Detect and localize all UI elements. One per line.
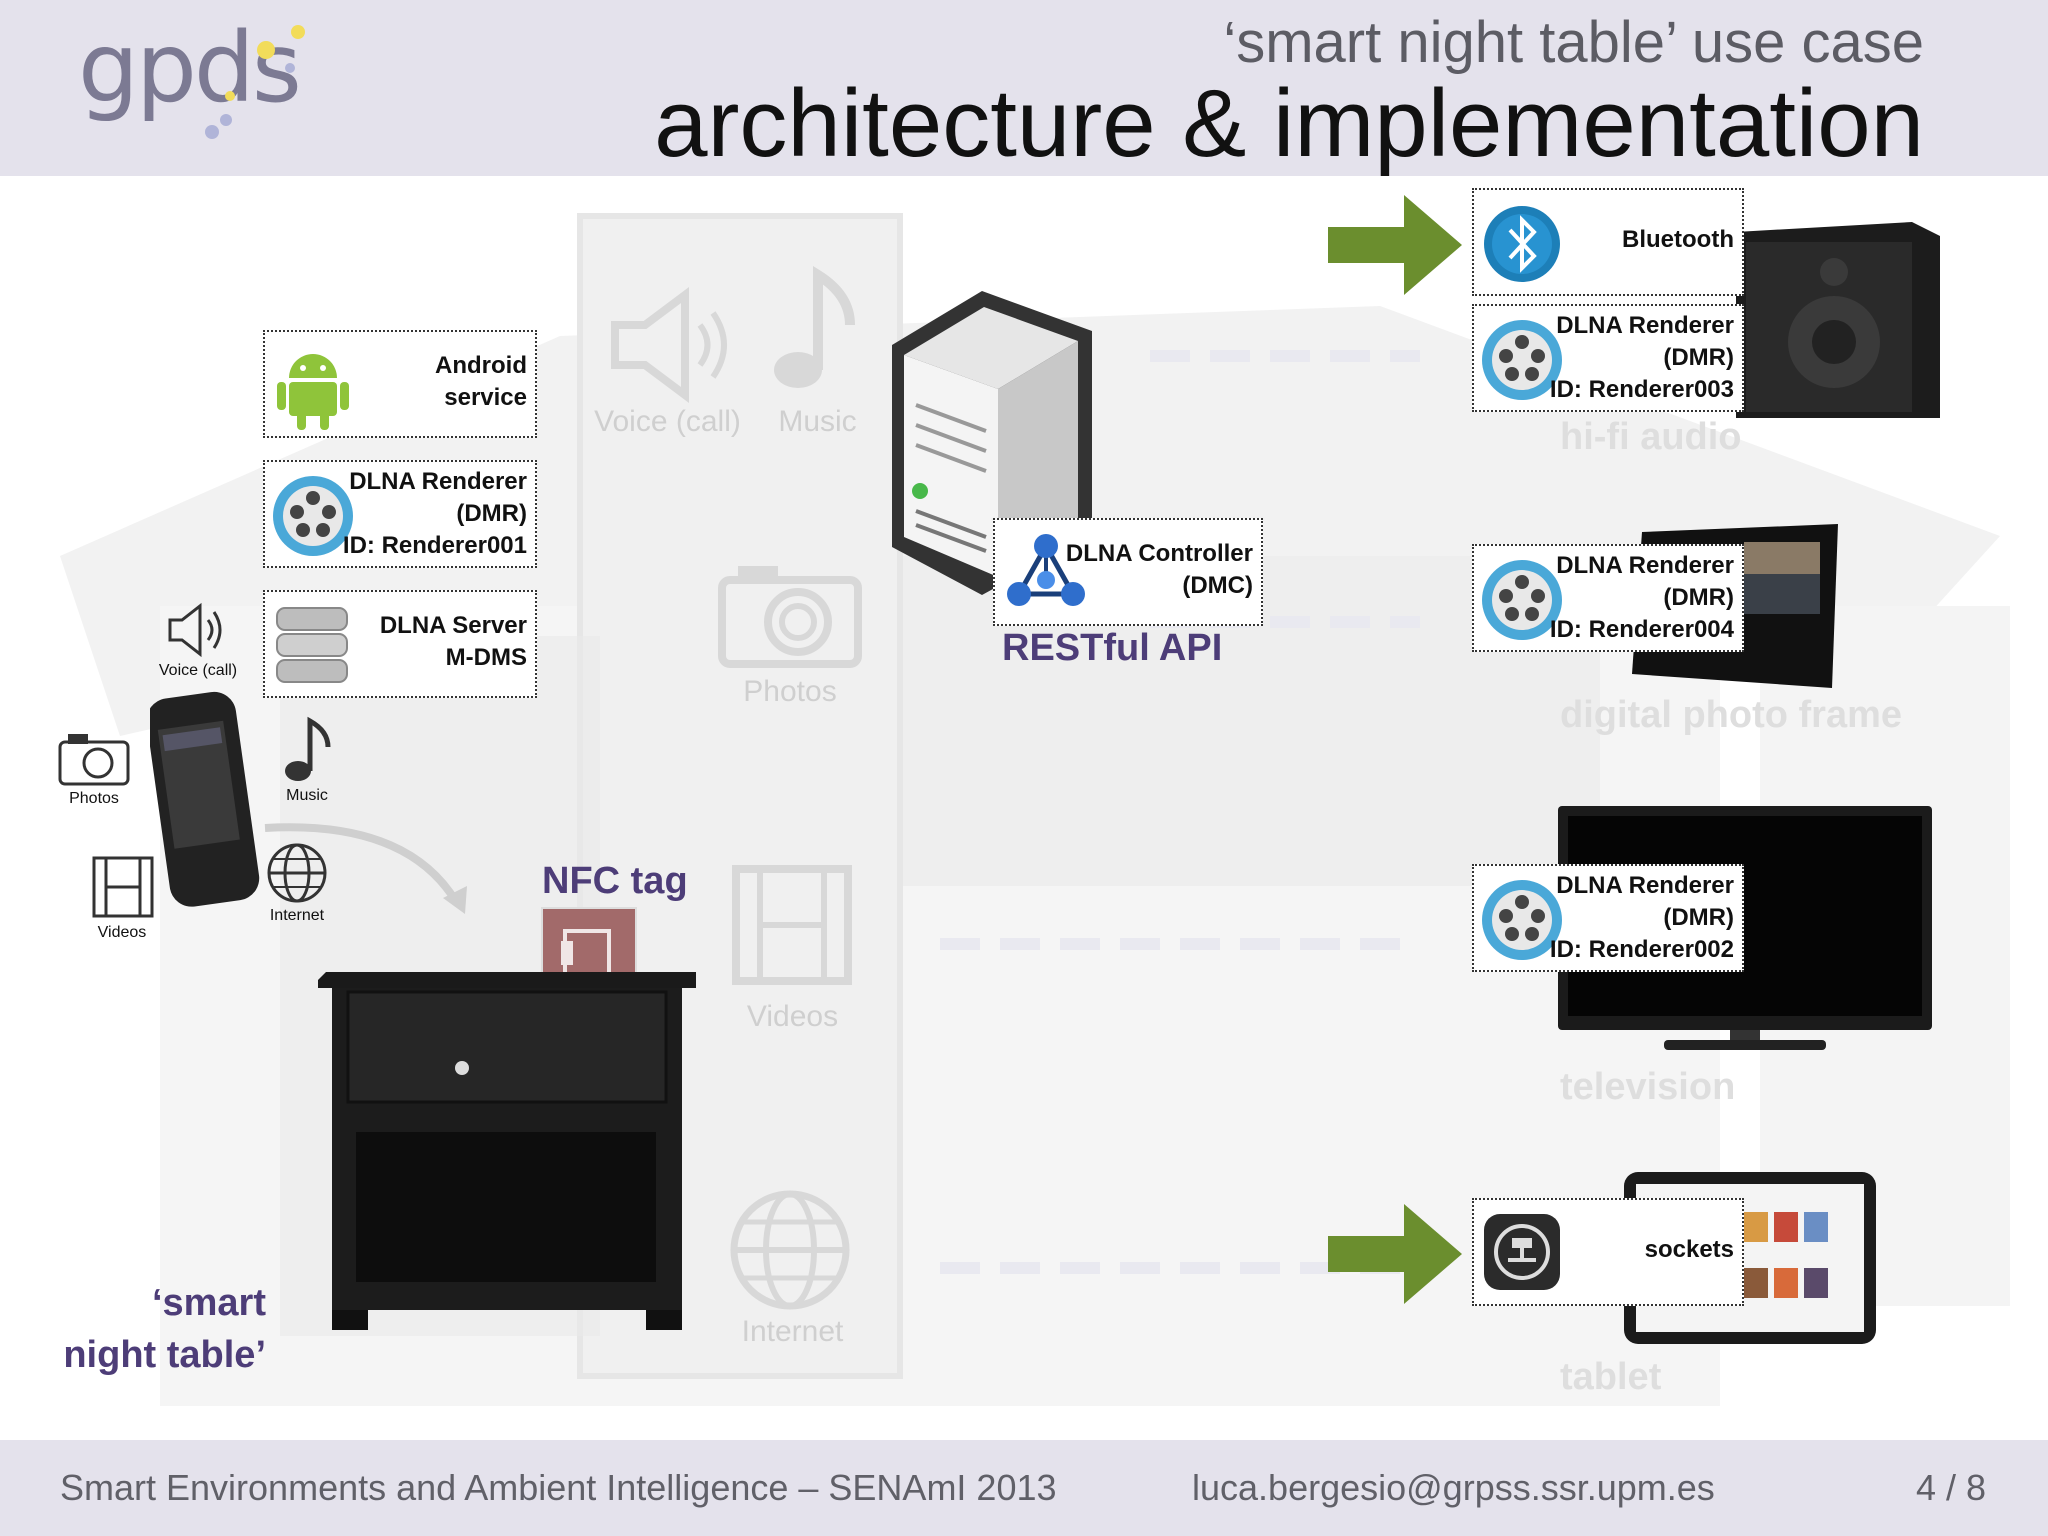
- database-icon: [276, 607, 348, 683]
- ghost-music-label: Music: [778, 405, 857, 438]
- footer-email: luca.bergesio@grpss.ssr.upm.es: [1192, 1467, 1715, 1508]
- dlna-server-box: DLNA Server M-DMS: [263, 590, 537, 698]
- nfc-tag-label: NFC tag: [542, 860, 688, 902]
- logo-stars-icon: [205, 25, 305, 139]
- renderer001-box: DLNA Renderer (DMR) ID: Renderer001: [263, 460, 537, 568]
- renderer004-box: DLNA Renderer (DMR) ID: Renderer004: [1472, 544, 1744, 652]
- phone-internet-label: Internet: [269, 907, 325, 924]
- ghost-photos-label: Photos: [743, 675, 837, 708]
- voice-speaker-icon: [168, 602, 222, 658]
- server-label-1: DLNA Server: [379, 612, 527, 639]
- bluetooth-icon: [1484, 206, 1560, 282]
- ghost-film-icon: [732, 865, 852, 985]
- renderer002-box: DLNA Renderer (DMR) ID: Renderer002: [1472, 864, 1744, 972]
- server-label-2: M-DMS: [445, 644, 527, 671]
- tablet-label: tablet: [1560, 1356, 1662, 1398]
- gpds-logo: gpds: [78, 12, 302, 124]
- ghost-voice-label: Voice (call): [594, 405, 741, 438]
- dlna-controller-box: DLNA Controller (DMC): [993, 518, 1263, 626]
- ghost-speaker-icon: [611, 287, 727, 403]
- bluetooth-label: Bluetooth: [1622, 226, 1734, 253]
- dlna-film-reel-icon: [1482, 880, 1562, 960]
- videos-film-icon: [92, 856, 154, 918]
- slide-footer: [0, 1440, 2048, 1536]
- phone-icon: [150, 691, 260, 907]
- internet-globe-icon: [267, 843, 327, 903]
- television-label: television: [1560, 1066, 1736, 1108]
- bluetooth-box: Bluetooth: [1472, 188, 1744, 296]
- phone-music-label: Music: [286, 787, 328, 804]
- dlna-film-reel-icon: [1482, 320, 1562, 400]
- hifi-speaker-image: [1736, 222, 1940, 418]
- renderer001-line1: DLNA Renderer: [349, 468, 527, 495]
- slide-header: [0, 0, 2048, 176]
- renderer003-line3: ID: Renderer003: [1549, 376, 1734, 403]
- sockets-box: sockets: [1472, 1198, 1744, 1306]
- ghost-videos-label: Videos: [746, 1000, 839, 1033]
- dlna-film-reel-icon: [1482, 560, 1562, 640]
- android-service-box: Android service: [263, 330, 537, 438]
- footer-conference: Smart Environments and Ambient Intellige…: [60, 1467, 1057, 1508]
- phone-photos-label: Photos: [69, 790, 119, 807]
- android-label-1: Android: [435, 352, 527, 379]
- ghost-music-icon: [774, 265, 855, 388]
- renderer003-line2: (DMR): [1663, 344, 1734, 371]
- renderer002-line3: ID: Renderer002: [1549, 936, 1734, 963]
- android-label-2: service: [444, 384, 527, 411]
- night-table-label-2: night table’: [63, 1334, 266, 1376]
- dlna-network-icon: [1007, 534, 1085, 606]
- controller-label-2: (DMC): [1182, 572, 1253, 599]
- ghost-camera-icon: [718, 566, 862, 668]
- footer-page-number: 4 / 8: [1915, 1467, 1986, 1508]
- photos-camera-icon: [58, 734, 130, 786]
- android-icon: [277, 354, 349, 430]
- renderer004-line1: DLNA Renderer: [1556, 552, 1734, 579]
- television-image: [1558, 806, 1932, 1050]
- music-note-icon: [285, 716, 331, 781]
- night-table-image: [318, 972, 696, 1330]
- restful-api-label: RESTful API: [1002, 627, 1223, 669]
- renderer001-line3: ID: Renderer001: [342, 532, 527, 559]
- renderer003-box: DLNA Renderer (DMR) ID: Renderer003: [1472, 304, 1744, 412]
- renderer001-line2: (DMR): [456, 500, 527, 527]
- dlna-film-reel-icon: [273, 476, 353, 556]
- night-table-label-1: ‘smart: [151, 1282, 266, 1324]
- renderer003-line1: DLNA Renderer: [1556, 312, 1734, 339]
- slide-subtitle: ‘smart night table’ use case: [1223, 10, 1924, 75]
- ghost-internet-label: Internet: [741, 1315, 844, 1348]
- renderer004-line2: (DMR): [1663, 584, 1734, 611]
- photo-frame-label: digital photo frame: [1560, 694, 1902, 736]
- green-arrow-sockets: [1328, 1204, 1462, 1304]
- phone-voice-label: Voice (call): [158, 662, 238, 679]
- green-arrow-bluetooth: [1328, 195, 1462, 295]
- slide-title: architecture & implementation: [654, 70, 1924, 177]
- socket-icon: [1484, 1214, 1560, 1290]
- phone-videos-label: Videos: [97, 924, 147, 941]
- renderer002-line2: (DMR): [1663, 904, 1734, 931]
- sockets-label: sockets: [1644, 1236, 1734, 1263]
- hifi-audio-label: hi-fi audio: [1560, 416, 1742, 458]
- controller-label-1: DLNA Controller: [1065, 540, 1253, 567]
- ghost-globe-icon: [730, 1190, 850, 1310]
- renderer004-line3: ID: Renderer004: [1549, 616, 1734, 643]
- renderer002-line1: DLNA Renderer: [1556, 872, 1734, 899]
- curved-arrow-icon: [264, 823, 467, 914]
